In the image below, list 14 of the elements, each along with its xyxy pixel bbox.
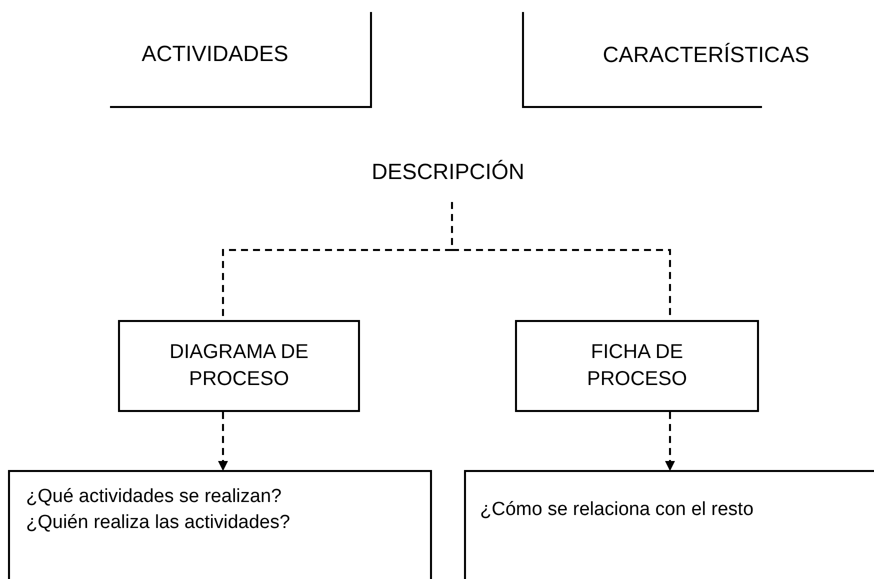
arrow	[665, 412, 675, 471]
node-text: CARACTERÍSTICAS	[602, 41, 810, 70]
heading-panel	[110, 12, 372, 108]
process-box	[515, 320, 759, 412]
question-box	[464, 470, 874, 579]
node-text: ¿Qué actividades se realizan? ¿Quién realiza las actividades?	[26, 485, 292, 535]
arrow	[218, 412, 228, 471]
node-text: DESCRIPCIÓN	[372, 158, 524, 186]
process-box	[118, 320, 360, 412]
node-text: DIAGRAMA DE PROCESO	[168, 340, 310, 392]
node-text: FICHA DE PROCESO	[586, 340, 688, 392]
question-box	[8, 470, 432, 579]
node-text: ACTIVIDADES	[142, 40, 288, 68]
node-text: ¿Cómo se relaciona con el resto	[480, 498, 754, 522]
